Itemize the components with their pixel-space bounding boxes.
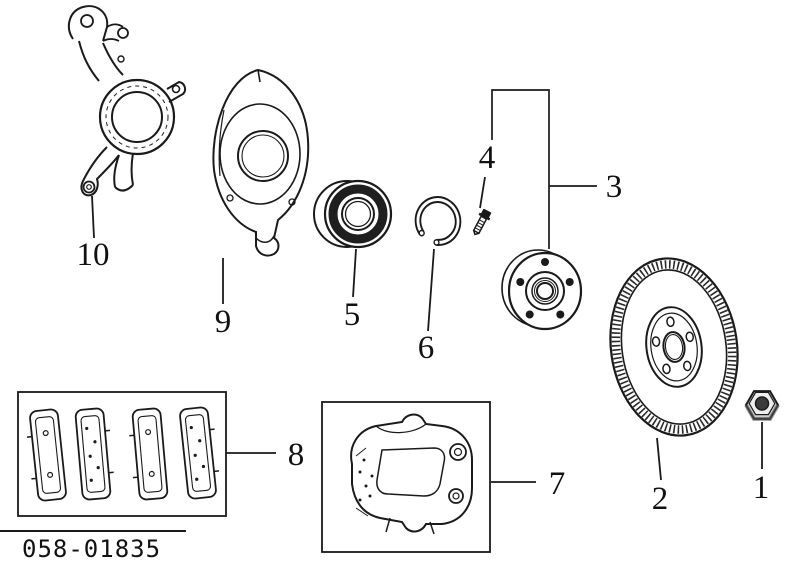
leader-line-4 xyxy=(479,176,486,209)
part-label-6: 6 xyxy=(418,330,435,366)
bracket-line-3 xyxy=(491,89,550,249)
part-label-1: 1 xyxy=(753,470,770,506)
brake-caliper-drawing xyxy=(350,413,473,535)
wheel-bearing-drawing xyxy=(313,179,393,249)
part-label-9: 9 xyxy=(215,304,232,340)
part-label-5: 5 xyxy=(344,297,361,333)
part-label-3: 3 xyxy=(606,169,623,205)
part-label-8: 8 xyxy=(288,437,305,473)
snap-ring-drawing xyxy=(414,196,462,246)
hub-bolt-drawing xyxy=(472,208,492,236)
brake-caliper-box xyxy=(321,401,491,553)
brake-pad-set-box xyxy=(17,391,227,517)
part-label-4: 4 xyxy=(479,140,496,176)
part-label-10: 10 xyxy=(77,237,110,273)
leader-line-5 xyxy=(352,248,357,298)
brake-pad-set-drawing xyxy=(23,405,223,503)
leader-line-10 xyxy=(91,195,95,239)
brake-disc-drawing xyxy=(609,257,739,437)
leader-line-6 xyxy=(427,248,435,332)
footer-part-code: 058-01835 xyxy=(22,535,161,563)
part-label-7: 7 xyxy=(549,466,566,502)
steering-knuckle-drawing xyxy=(67,5,187,197)
spindle-nut-drawing xyxy=(744,390,780,421)
hub-assembly-drawing xyxy=(501,249,583,331)
leader-line-2 xyxy=(656,437,662,481)
part-label-2: 2 xyxy=(652,481,669,517)
splash-shield-drawing xyxy=(212,68,310,257)
